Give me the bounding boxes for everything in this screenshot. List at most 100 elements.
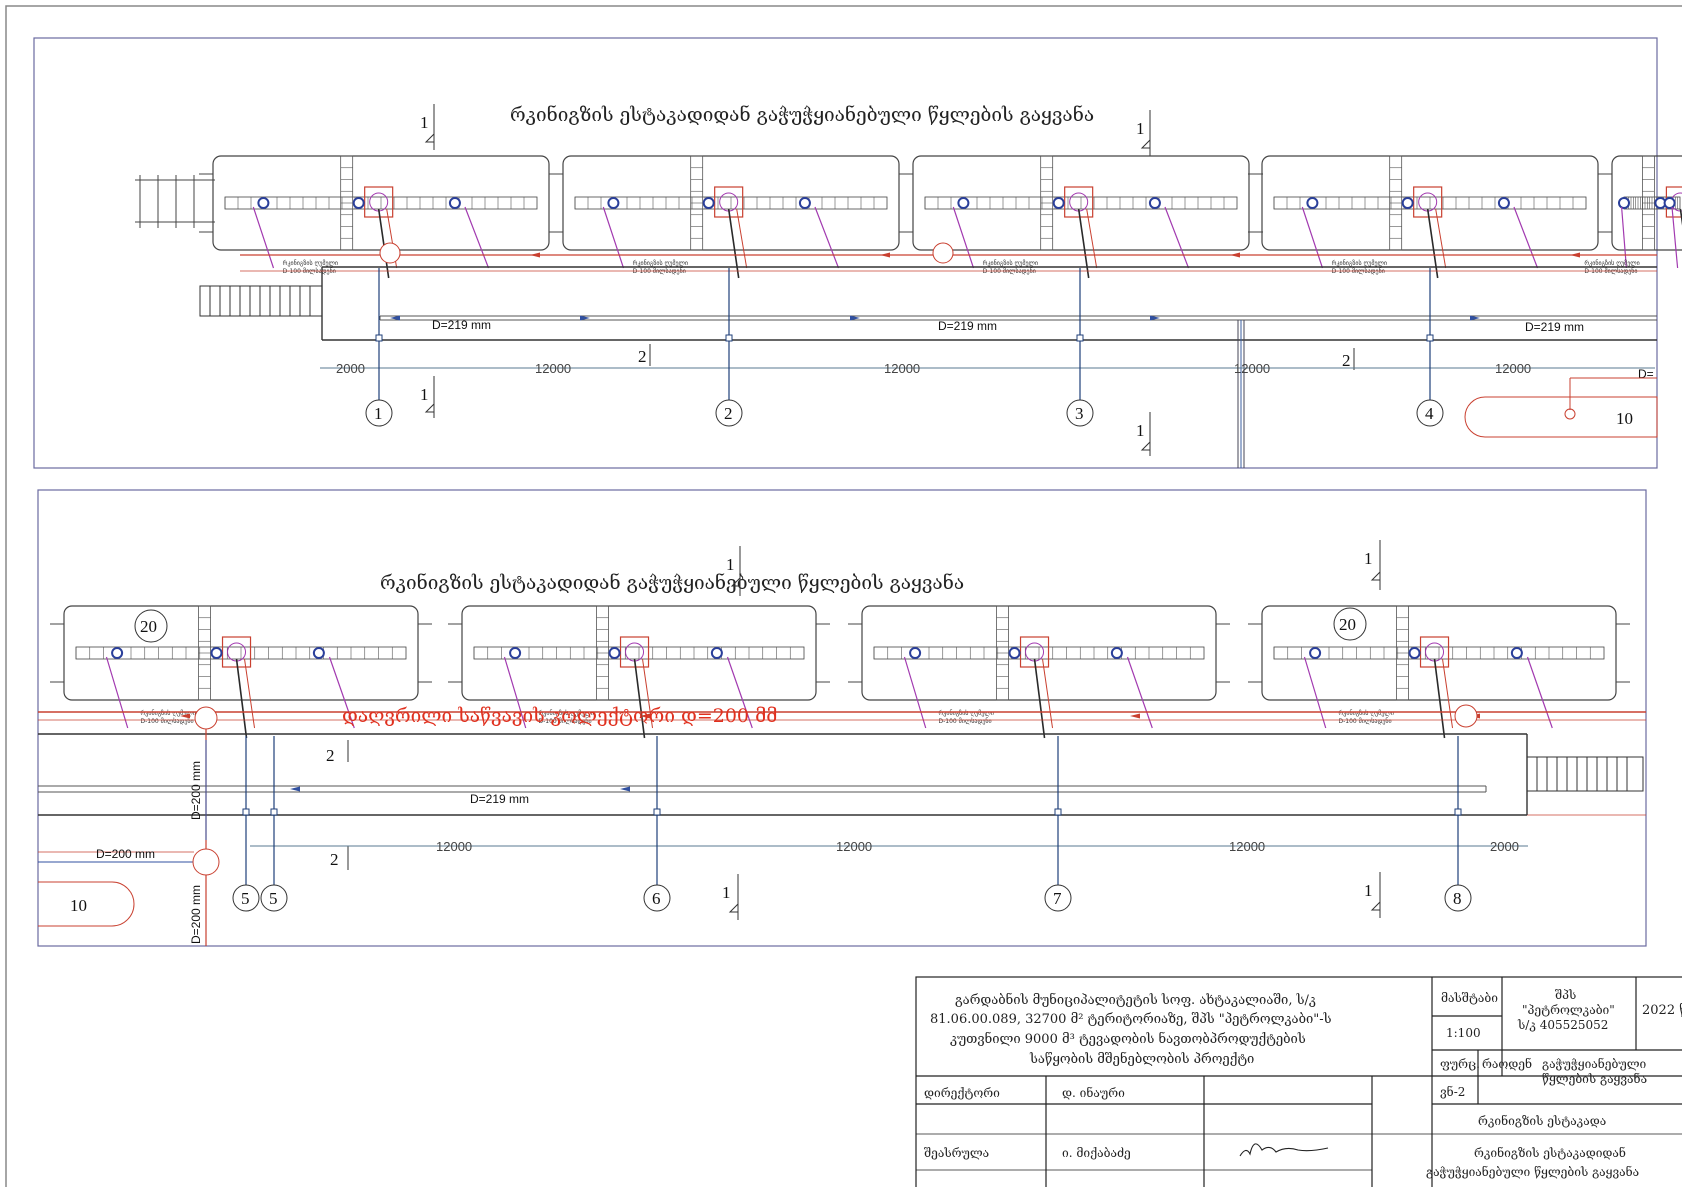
drain-line xyxy=(464,206,490,269)
axis-label: 1 xyxy=(374,404,383,423)
axis-label: 8 xyxy=(1453,889,1462,908)
axis-bubble xyxy=(1416,399,1444,427)
bottom-section-1-a: 1 xyxy=(726,555,735,574)
top-stair xyxy=(199,285,323,317)
bottom-section-1-d: 1 xyxy=(1364,881,1373,900)
hatch-ring xyxy=(1025,642,1045,662)
tank-car-body xyxy=(1261,155,1599,251)
drain-line xyxy=(1513,206,1539,269)
axis-column: 5 xyxy=(232,736,260,912)
drop-pipe xyxy=(1033,658,1046,739)
tank-car-body xyxy=(562,155,900,251)
hatch-ring xyxy=(1069,192,1089,212)
hatch-ring xyxy=(369,192,389,212)
sheet-count-label: რაოდენ xyxy=(1482,1056,1532,1071)
car-note: რკინიგზის ღუმელი xyxy=(983,260,1038,267)
drop-pipe-red xyxy=(1086,208,1098,269)
top-pipe-label-2: D=219 mm xyxy=(938,319,997,333)
car-note: D-100 მილსადენი xyxy=(1339,718,1392,725)
bottom-stair xyxy=(1526,756,1644,792)
bottom-drain-vertical xyxy=(38,729,220,946)
valve xyxy=(1008,647,1021,659)
project-line-1: გარდაბნის მუნიციპალიტეტის სოფ. ახტაკალია… xyxy=(955,992,1316,1008)
executed-name: ი. მიქაბაძე xyxy=(1062,1146,1131,1160)
sheet-title-line-1: გაჭუჭყიანებული xyxy=(1542,1056,1647,1071)
bottom-pipe-vertical-2: D=200 mm xyxy=(189,885,203,944)
tank-car-body xyxy=(912,155,1250,251)
valve xyxy=(1052,197,1065,209)
hatch xyxy=(221,636,252,668)
project-line-3: კუთვნილი 9000 მ³ ტევადობის ნავთობპროდუქტ… xyxy=(950,1031,1306,1047)
car-note: რკინიგზის ღუმელი xyxy=(539,710,594,717)
axis-node xyxy=(242,808,250,816)
axis-bubble xyxy=(715,399,743,427)
top-section-1-d: 1 xyxy=(1136,421,1145,440)
car-note: რკინიგზის ღუმელი xyxy=(939,710,994,717)
sheet-frame xyxy=(5,5,1682,1187)
drop-pipe-red xyxy=(244,658,256,729)
axis-bubble xyxy=(365,399,393,427)
bottom-section-1-c: 1 xyxy=(722,883,731,902)
bottom-dim-1: 12000 xyxy=(836,839,872,854)
valve xyxy=(1306,197,1319,209)
scale-value: 1:100 xyxy=(1446,1026,1481,1040)
axis-label: 3 xyxy=(1075,404,1084,423)
drain-line xyxy=(1621,206,1627,269)
axis-column: 8 xyxy=(1444,736,1472,912)
axis-column: 2 xyxy=(715,268,743,427)
drain-line xyxy=(814,206,840,269)
top-section-1-c: 1 xyxy=(420,385,429,404)
valve xyxy=(509,647,522,659)
director-label: დირექტორი xyxy=(924,1086,1000,1100)
valve xyxy=(448,197,461,209)
drop-pipe xyxy=(1433,658,1446,739)
bottom-tank-outline xyxy=(38,881,135,927)
top-overpass xyxy=(240,254,1657,468)
valve xyxy=(1663,197,1676,209)
axis-column: 4 xyxy=(1416,268,1444,427)
bottom-tank-label: 10 xyxy=(70,896,87,915)
drop-pipe-red xyxy=(1042,658,1054,729)
axis-label: 5 xyxy=(241,889,250,908)
drain-line xyxy=(252,206,275,269)
car-note: რკინიგზის ღუმელი xyxy=(141,710,196,717)
top-plan-title: რკინიგზის ესტაკადიდან გაჭუჭყიანებული წყლ… xyxy=(510,104,1094,126)
hatch-ring xyxy=(625,642,645,662)
drain-line xyxy=(1303,656,1327,729)
drain-line xyxy=(726,656,753,729)
top-dim-4: 12000 xyxy=(1495,361,1531,376)
drawing-line-1: რკინიგზის ესტაკადიდან xyxy=(1474,1145,1626,1160)
axis-column: 5 xyxy=(260,736,288,912)
top-manhole-1 xyxy=(379,242,401,264)
axis-column: 7 xyxy=(1044,736,1072,912)
hatch xyxy=(619,636,650,668)
sheet-title-line-2: წყლების გაყვანა xyxy=(1542,1071,1647,1086)
axis-label: 4 xyxy=(1425,404,1434,423)
drain-line xyxy=(602,206,625,269)
hatch-ring xyxy=(1418,192,1438,212)
axis-label: 5 xyxy=(269,889,278,908)
top-plan: რკინიგზის ესტაკადიდან გაჭუჭყიანებული წყლ… xyxy=(33,37,1682,469)
bottom-pipe-horizontal: D=200 mm xyxy=(96,847,155,861)
bottom-dim-2: 12000 xyxy=(1229,839,1265,854)
car-note: D-100 მილსადენი xyxy=(1332,268,1385,275)
bottom-collector-label: დაღვრილი საწვავის კოლექტორი დ=200 მმ xyxy=(342,705,777,727)
drain-line xyxy=(1301,206,1324,269)
drop-pipe-red xyxy=(1435,208,1447,269)
top-section-1-a: 1 xyxy=(420,113,429,132)
hatch xyxy=(1019,636,1050,668)
axis-bubble xyxy=(260,884,288,912)
car-note: რკინიგზის ღუმელი xyxy=(633,260,688,267)
top-red-arrows xyxy=(530,252,1580,258)
drain-line xyxy=(952,206,975,269)
valve xyxy=(1408,647,1421,659)
top-plan-frame xyxy=(33,37,1658,469)
bottom-manhole-1 xyxy=(194,706,218,730)
project-line-4: საწყობის მშენებლობის პროექტი xyxy=(1029,1051,1254,1067)
